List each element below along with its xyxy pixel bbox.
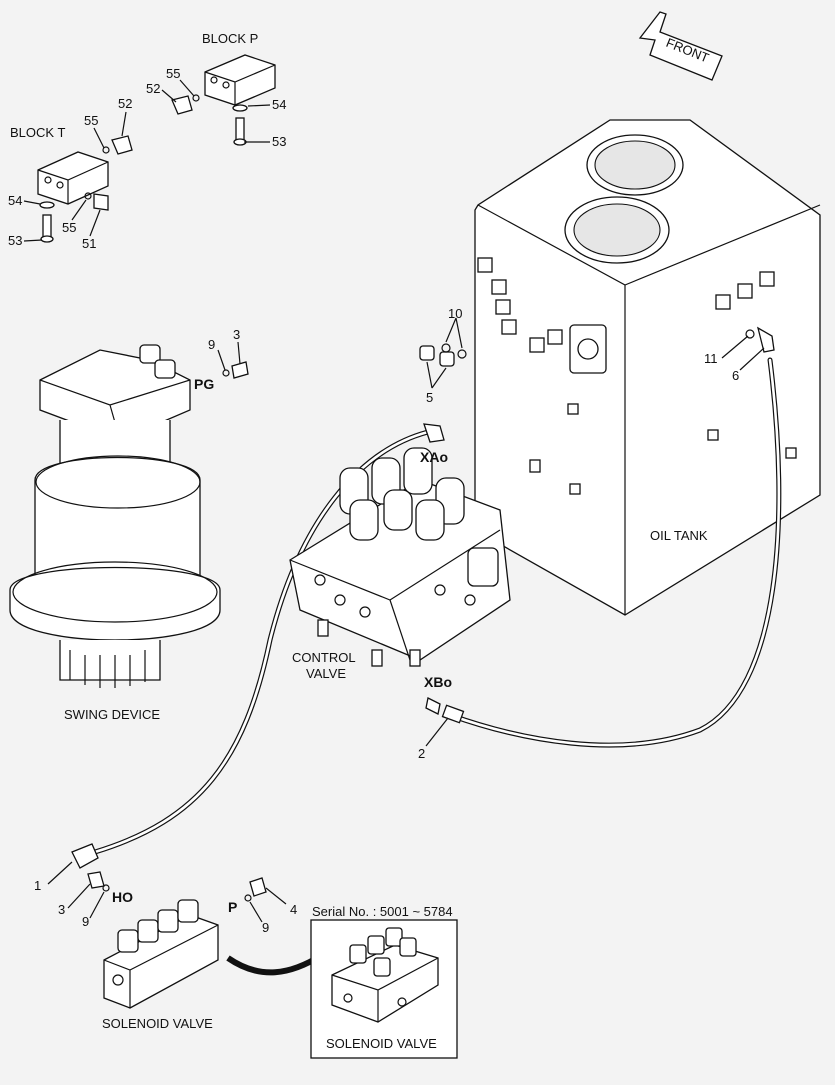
callout-9-pg: 9 <box>208 337 215 352</box>
hose-xao <box>71 423 445 869</box>
callout-1: 1 <box>34 878 41 893</box>
solenoid-valve-inset-label: SOLENOID VALVE <box>326 1036 437 1051</box>
callout-52-top: 52 <box>146 81 160 96</box>
callout-2: 2 <box>418 746 425 761</box>
xbo-label: XBo <box>424 674 452 690</box>
callout-54-top: 54 <box>272 97 286 112</box>
callout-10: 10 <box>448 306 462 321</box>
hose-xbo: 2 <box>418 357 782 761</box>
inset-serial: Serial No. : 5001 ~ 5784 SOLENOID VALVE <box>310 904 458 1059</box>
p-fittings: P 4 9 <box>228 877 297 935</box>
swing-device: SWING DEVICE PG <box>9 344 221 722</box>
callout-52-mid: 52 <box>118 96 132 111</box>
callout-53-top: 53 <box>272 134 286 149</box>
inset-pointer <box>226 952 324 976</box>
front-arrow: FRONT <box>638 11 723 81</box>
serial-label: Serial No. : 5001 ~ 5784 <box>312 904 453 919</box>
callout-11: 11 <box>704 351 718 366</box>
solenoid-valve-label: SOLENOID VALVE <box>102 1016 213 1031</box>
pg-label: PG <box>194 376 214 392</box>
ho-label: HO <box>112 889 133 905</box>
oil-tank: OIL TANK <box>474 119 821 616</box>
solenoid-valve: SOLENOID VALVE <box>102 899 219 1031</box>
control-valve: XAo XBo CONTROL VALVE <box>289 447 511 690</box>
block-t-label: BLOCK T <box>10 125 65 140</box>
callout-55-mid: 55 <box>84 113 98 128</box>
callout-55-top: 55 <box>166 66 180 81</box>
ho-fittings: 1 3 9 HO <box>34 861 133 929</box>
control-valve-label-2: VALVE <box>306 666 346 681</box>
swing-device-label: SWING DEVICE <box>64 707 160 722</box>
callout-9-ho: 9 <box>82 914 89 929</box>
callout-55-low: 55 <box>62 220 76 235</box>
block-p: BLOCK P 55 52 54 53 <box>146 31 286 149</box>
callout-4: 4 <box>290 902 297 917</box>
p-label: P <box>228 899 237 915</box>
oil-tank-label: OIL TANK <box>650 528 708 543</box>
tank-fittings: 10 5 <box>419 306 467 405</box>
callout-9-p: 9 <box>262 920 269 935</box>
callout-3-ho: 3 <box>58 902 65 917</box>
callout-53-left: 53 <box>8 233 22 248</box>
tank-right-fittings: 11 6 <box>704 326 775 383</box>
callout-5: 5 <box>426 390 433 405</box>
callout-6: 6 <box>732 368 739 383</box>
callout-3-pg: 3 <box>233 327 240 342</box>
xao-label: XAo <box>420 449 448 465</box>
block-t: BLOCK T 55 52 54 55 51 53 <box>8 96 133 251</box>
callout-54-left: 54 <box>8 193 22 208</box>
block-p-label: BLOCK P <box>202 31 258 46</box>
control-valve-label-1: CONTROL <box>292 650 356 665</box>
callout-51: 51 <box>82 236 96 251</box>
pg-fittings: 9 3 <box>208 327 249 379</box>
